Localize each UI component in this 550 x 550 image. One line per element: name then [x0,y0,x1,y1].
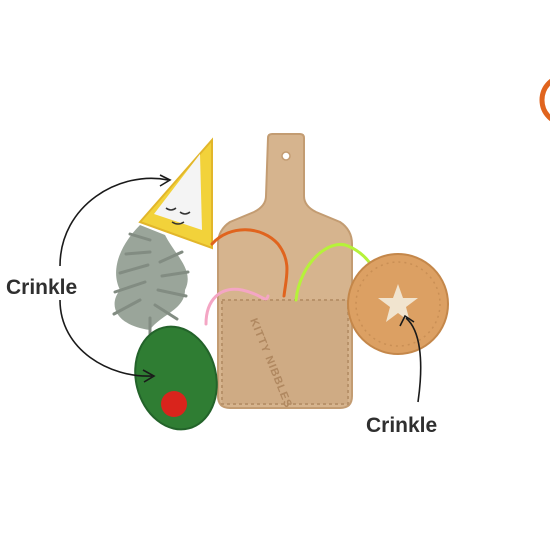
callout-arrow-to-olive [59,299,153,377]
string-pink [204,287,270,326]
cheese-wedge-toy [138,137,213,250]
cheese-face-eye-right [179,211,191,215]
callout-arrows [59,174,422,403]
cracker-toy [347,253,449,355]
corner-badge [539,78,550,122]
board-hang-hole [281,151,291,161]
cracker-star [378,284,418,322]
cheese-face-eye-left [165,207,177,211]
callout-arrow-to-cracker [405,317,422,403]
toy-strings [204,228,376,326]
cheese-face-mouth [171,221,185,225]
string-orange [210,228,289,298]
string-lime [294,243,376,302]
callout-arrow-to-cheese [59,177,169,267]
board-pocket [221,299,349,405]
olive-pimento [161,391,187,417]
olive-toy [134,325,218,431]
feather-tail [112,225,190,336]
crinkle-callout-right: Crinkle [366,414,438,437]
cutting-board-toy: KITTY NIBBLES [217,133,353,410]
crinkle-callout-left: Crinkle [6,276,78,299]
